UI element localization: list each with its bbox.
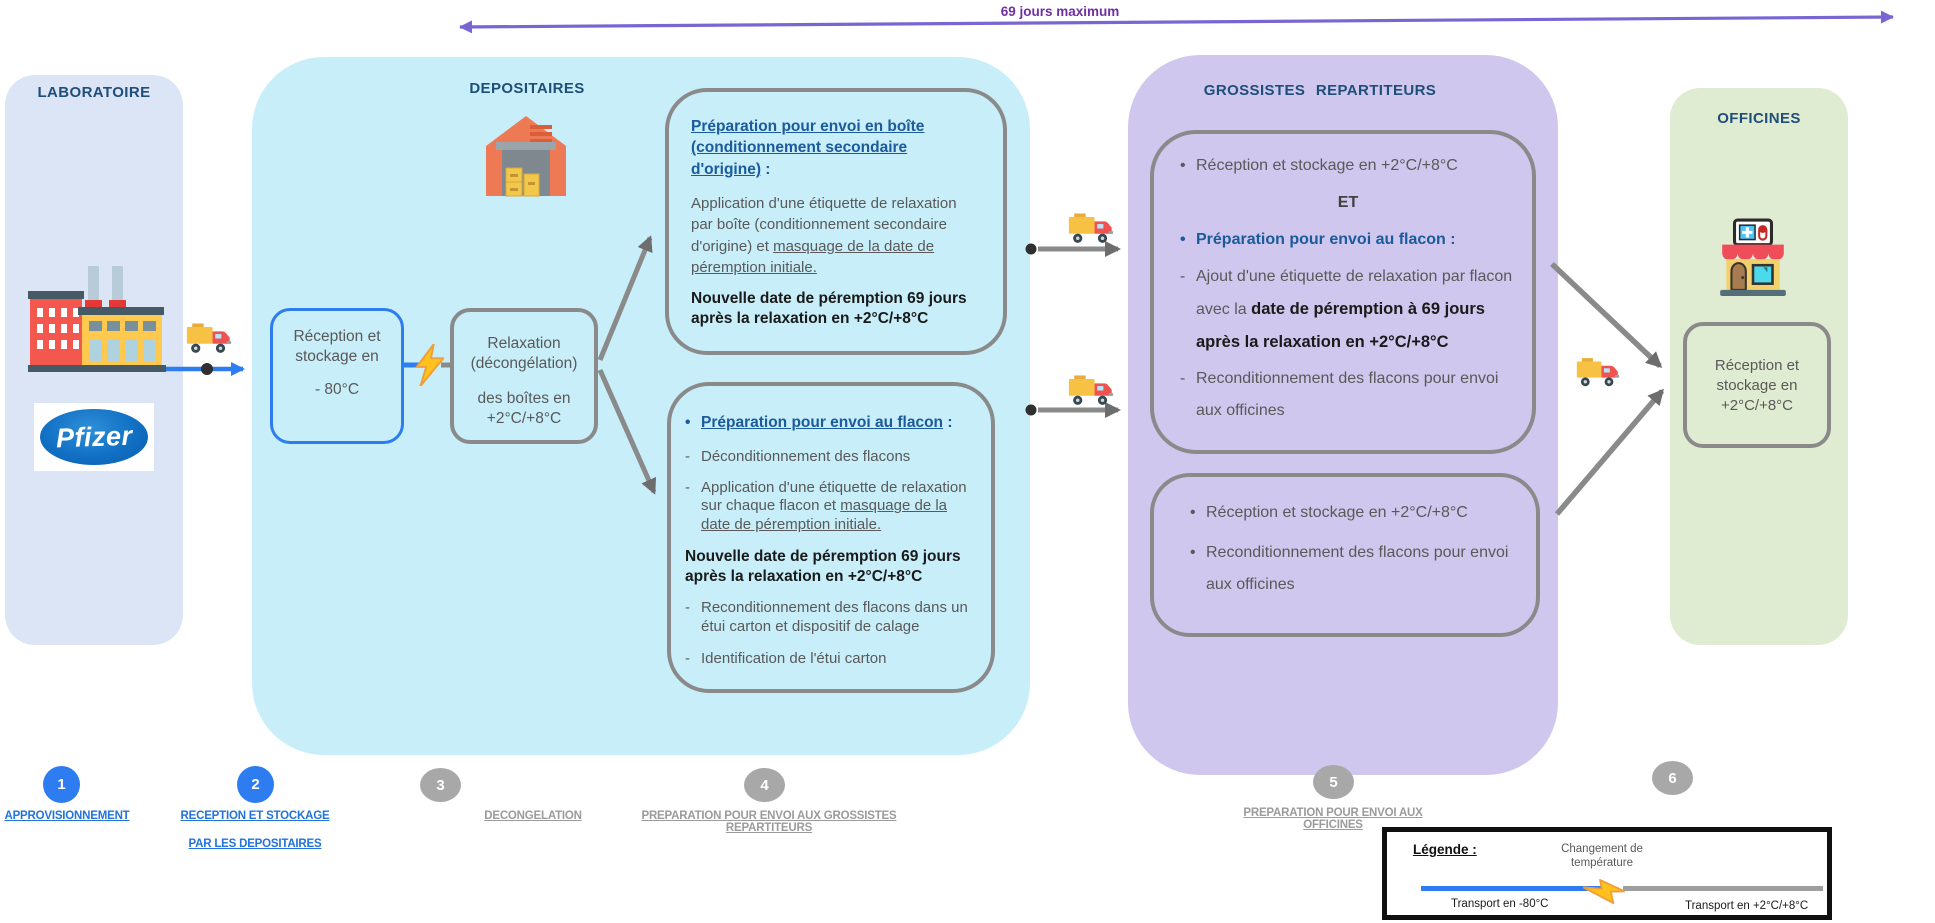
- grossistes-box1-item2-text: Ajout d'une étiquette de relaxation par …: [1196, 268, 1513, 318]
- legend-box: Légende : Changement de température Tran…: [1382, 827, 1832, 920]
- grossistes-box1: Réception et stockage en +2°C/+8°C ET Pr…: [1150, 130, 1536, 454]
- reception-80-box: Réception et stockage en - 80°C: [270, 308, 404, 444]
- truck-icon-lab-to-depositaires: [186, 320, 232, 362]
- envoi-flacon-heading-text: Préparation pour envoi au flacon: [701, 414, 944, 431]
- envoi-boite-heading: Préparation pour envoi en boîte (conditi…: [691, 116, 973, 180]
- relaxation-line2: des boîtes en +2°C/+8°C: [477, 389, 571, 428]
- warehouse-icon: [482, 112, 570, 205]
- panel-title-officines: OFFICINES: [1717, 110, 1801, 127]
- step-number-3: 3: [436, 776, 445, 794]
- relaxation-line1: Relaxation (décongélation): [470, 335, 578, 373]
- grossistes-box1-et: ET: [1337, 194, 1359, 211]
- envoi-flacon-item2-text: Application d'une étiquette de relaxatio…: [701, 478, 967, 515]
- step-number-1: 1: [57, 776, 66, 793]
- envoi-flacon-item3: Reconditionnement des flacons dans un ét…: [683, 599, 969, 637]
- legend-title: Légende :: [1413, 842, 1477, 857]
- step-circle-4: 4: [744, 768, 785, 802]
- grossistes-box1-heading: Préparation pour envoi au flacon :: [1178, 224, 1518, 256]
- grossistes-box2-item1: Réception et stockage en +2°C/+8°C: [1188, 497, 1522, 529]
- relaxation-box: Relaxation (décongélation) des boîtes en…: [450, 308, 598, 444]
- envoi-flacon-box: Préparation pour envoi au flacon : Décon…: [667, 382, 995, 693]
- legend-bolt-icon: [1577, 873, 1627, 912]
- pharmacy-icon: [1714, 218, 1792, 301]
- envoi-boite-heading-text: Préparation pour envoi en boîte (conditi…: [691, 118, 925, 178]
- grossistes-box2: Réception et stockage en +2°C/+8°C Recon…: [1150, 473, 1540, 637]
- legend-change-label: Changement de température: [1561, 843, 1643, 870]
- step-number-2: 2: [251, 776, 260, 793]
- grossistes-box1-item3: Reconditionnement des flacons pour envoi…: [1178, 363, 1518, 427]
- envoi-boite-body: Application d'une étiquette de relaxatio…: [691, 193, 973, 278]
- envoi-flacon-heading-colon: :: [943, 414, 953, 431]
- envoi-boite-box: Préparation pour envoi en boîte (conditi…: [665, 88, 1007, 355]
- envoi-flacon-item2: Application d'une étiquette de relaxatio…: [683, 479, 969, 535]
- envoi-boite-body-text: Application d'une étiquette de relaxatio…: [691, 195, 957, 255]
- panel-title-grossistes: GROSSISTES REPARTITEURS: [1203, 82, 1437, 99]
- step-circle-1: 1: [43, 766, 80, 803]
- step-number-5: 5: [1329, 773, 1338, 791]
- envoi-boite-body-underlined: masquage de la date de péremption initia…: [691, 237, 935, 277]
- officines-reception-text: Réception et stockage en +2°C/+8°C: [1714, 357, 1800, 414]
- step-label-preparation-grossistes[interactable]: PREPARATION POUR ENVOI AUX GROSSISTES RE…: [641, 810, 897, 834]
- reception-80-temp: - 80°C: [314, 380, 360, 398]
- reception-80-text: Réception et stockage en: [293, 328, 381, 366]
- step-circle-3: 3: [420, 768, 461, 802]
- envoi-flacon-highlight: Nouvelle date de péremption 69 jours apr…: [685, 547, 961, 586]
- step-circle-6: 6: [1652, 761, 1693, 795]
- envoi-flacon-item2-underlined: masquage de la date de péremption initia…: [701, 497, 948, 534]
- envoi-flacon-item1: Déconditionnement des flacons: [683, 446, 969, 468]
- grossistes-box2-item2: Reconditionnement des flacons pour envoi…: [1188, 537, 1522, 601]
- step-number-6: 6: [1668, 769, 1677, 787]
- truck-icon-to-officines: [1576, 355, 1620, 395]
- grossistes-box1-item1: Réception et stockage en +2°C/+8°C: [1178, 150, 1518, 182]
- legend-transport-warm-label: Transport en +2°C/+8°C: [1685, 900, 1809, 912]
- pfizer-logo: Pfizer: [34, 403, 154, 471]
- step-number-4: 4: [760, 776, 769, 794]
- step-label-reception-stockage-line2[interactable]: PAR LES DEPOSITAIRES: [188, 838, 322, 850]
- legend-warm-line: [1623, 886, 1823, 891]
- grossistes-box1-heading-text: Préparation pour envoi au flacon: [1196, 231, 1446, 248]
- step-label-preparation-officines[interactable]: PREPARATION POUR ENVOI AUX OFFICINES: [1243, 807, 1423, 831]
- truck-icon-to-grossistes-1: [1068, 210, 1114, 252]
- panel-title-depositaires: DEPOSITAIRES: [469, 80, 585, 97]
- panel-title-laboratoire: LABORATOIRE: [37, 84, 151, 101]
- pfizer-wordmark: Pfizer: [55, 420, 133, 453]
- envoi-boite-heading-colon: :: [761, 160, 771, 178]
- timeline-duration-label: 69 jours maximum: [1000, 4, 1120, 19]
- envoi-flacon-item4: Identification de l'étui carton: [683, 648, 969, 670]
- grossistes-box1-item2-bold: date de péremption à 69 jours après la r…: [1196, 300, 1485, 351]
- temperature-change-bolt-icon: [412, 343, 448, 391]
- factory-icon: [28, 260, 166, 379]
- officines-reception-box: Réception et stockage en +2°C/+8°C: [1683, 322, 1831, 448]
- panel-officines: [1670, 88, 1848, 645]
- step-label-approvisionnement[interactable]: APPROVISIONNEMENT: [4, 810, 130, 822]
- truck-icon-to-grossistes-2: [1068, 372, 1114, 414]
- step-circle-5: 5: [1313, 765, 1354, 799]
- step-label-reception-stockage-line1[interactable]: RECEPTION ET STOCKAGE: [180, 810, 330, 822]
- step-label-decongelation[interactable]: DECONGELATION: [484, 810, 582, 822]
- legend-transport-cold-label: Transport en -80°C: [1451, 898, 1549, 910]
- envoi-flacon-heading: Préparation pour envoi au flacon :: [683, 412, 969, 434]
- envoi-boite-highlight: Nouvelle date de péremption 69 jours apr…: [691, 290, 967, 328]
- grossistes-box1-item2: Ajout d'une étiquette de relaxation par …: [1178, 261, 1518, 359]
- step-circle-2: 2: [237, 766, 274, 803]
- legend-cold-line: [1421, 886, 1603, 891]
- grossistes-box1-heading-colon: :: [1445, 231, 1456, 248]
